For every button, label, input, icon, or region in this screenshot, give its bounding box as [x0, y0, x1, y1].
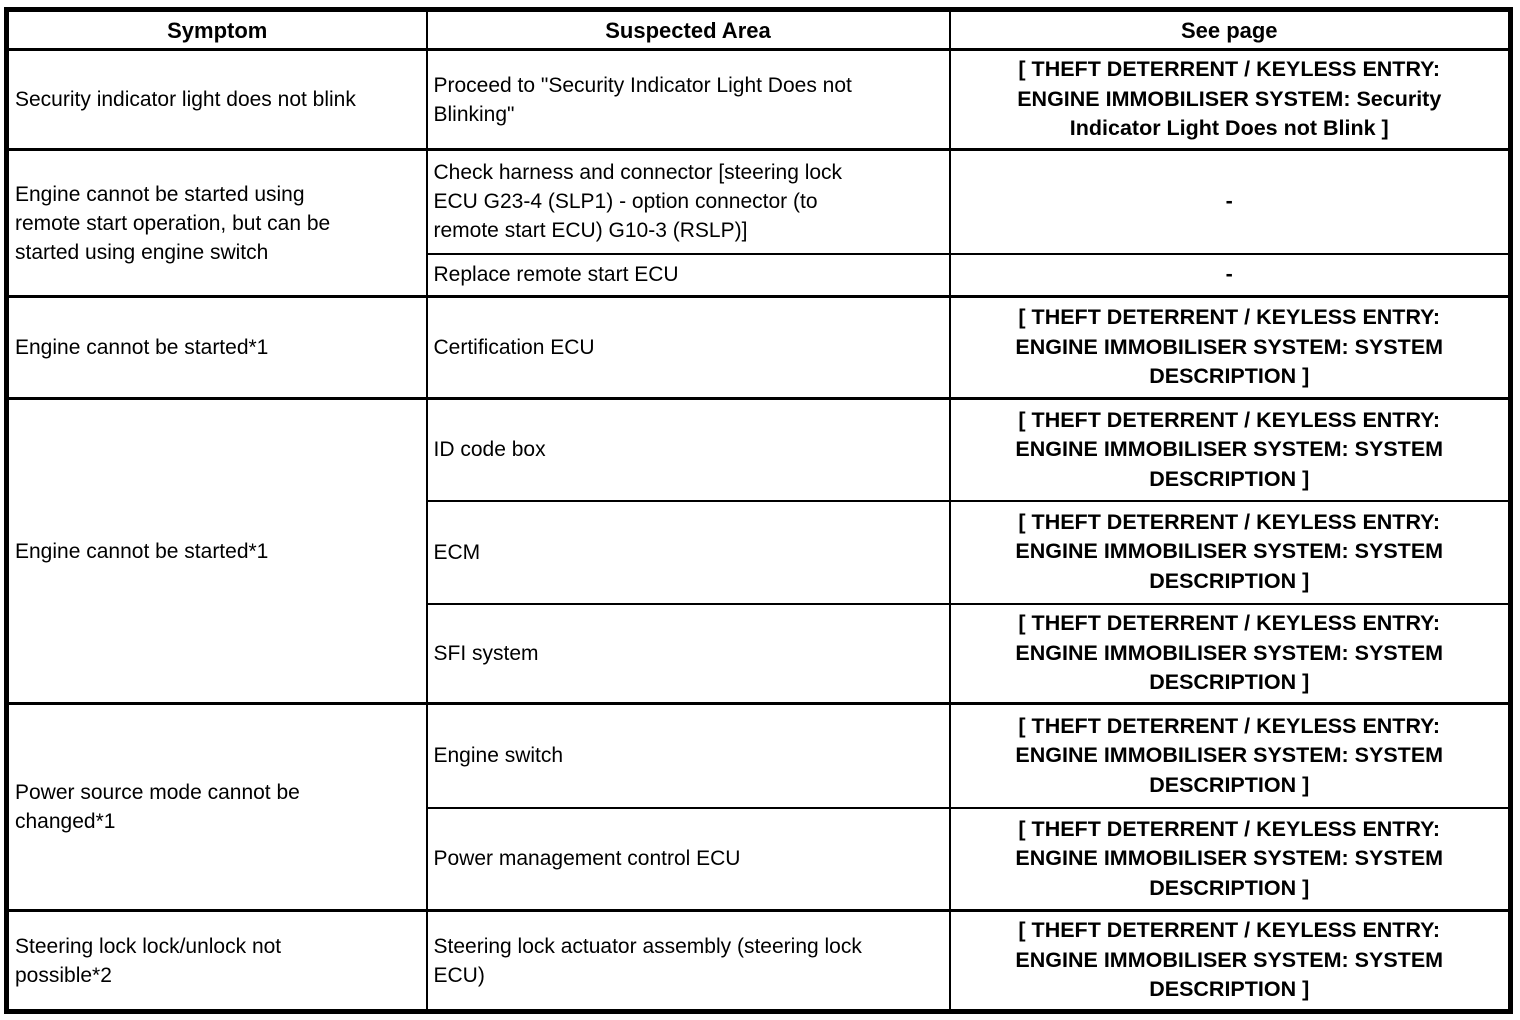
column-header-see-page: See page — [948, 8, 1512, 51]
suspected-area-cell: Check harness and connector [steering lo… — [425, 148, 951, 255]
suspected-area-cell: Steering lock actuator assembly (steerin… — [425, 909, 951, 1013]
symptom-cell: Engine cannot be started*1 — [5, 397, 428, 705]
see-page-cell: [ THEFT DETERRENT / KEYLESS ENTRY: ENGIN… — [948, 499, 1512, 605]
see-page-cell: [ THEFT DETERRENT / KEYLESS ENTRY: ENGIN… — [948, 702, 1512, 809]
suspected-area-cell: Certification ECU — [425, 295, 951, 400]
table-row: Power source mode cannot be changed*1 En… — [5, 702, 1512, 912]
table-row: SFI system [ THEFT DETERRENT / KEYLESS E… — [7, 602, 1512, 705]
see-page-cell: [ THEFT DETERRENT / KEYLESS ENTRY: ENGIN… — [948, 602, 1512, 705]
table-row: Engine cannot be started using remote st… — [5, 148, 1512, 298]
table-row: Replace remote start ECU - — [7, 252, 1512, 298]
suspected-area-cell: Power management control ECU — [425, 806, 951, 912]
symptom-cell: Engine cannot be started*1 — [5, 295, 428, 400]
header-row: Symptom Suspected Area See page — [5, 8, 1512, 51]
suspected-area-cell: SFI system — [425, 602, 951, 705]
see-page-cell: [ THEFT DETERRENT / KEYLESS ENTRY: ENGIN… — [948, 397, 1512, 502]
see-page-cell: - — [948, 148, 1512, 255]
suspected-area-cell: Proceed to "Security Indicator Light Doe… — [425, 48, 951, 151]
table-row: Engine cannot be started*1 Certification… — [5, 295, 1512, 400]
see-page-cell: [ THEFT DETERRENT / KEYLESS ENTRY: ENGIN… — [948, 806, 1512, 912]
suspected-area-cell: Replace remote start ECU — [425, 252, 951, 298]
suspected-area-cell: Engine switch — [425, 702, 951, 809]
column-header-suspected-area: Suspected Area — [425, 8, 951, 51]
see-page-cell: [ THEFT DETERRENT / KEYLESS ENTRY: ENGIN… — [948, 295, 1512, 400]
symptom-cell: Security indicator light does not blink — [5, 48, 428, 151]
symptom-table: Symptom Suspected Area See page Security… — [4, 7, 1513, 1014]
column-header-symptom: Symptom — [5, 8, 428, 51]
table-row: Engine cannot be started*1 ID code box [… — [5, 397, 1512, 705]
table-row: Steering lock lock/unlock not possible*2… — [5, 909, 1512, 1013]
table-row: ECM [ THEFT DETERRENT / KEYLESS ENTRY: E… — [7, 499, 1512, 605]
symptom-cell: Power source mode cannot be changed*1 — [5, 702, 428, 912]
suspected-area-cell: ECM — [425, 499, 951, 605]
table-row: Security indicator light does not blink … — [5, 48, 1512, 151]
see-page-cell: [ THEFT DETERRENT / KEYLESS ENTRY: ENGIN… — [948, 909, 1512, 1013]
symptom-cell: Steering lock lock/unlock not possible*2 — [5, 909, 428, 1013]
symptom-cell: Engine cannot be started using remote st… — [5, 148, 428, 298]
see-page-cell: [ THEFT DETERRENT / KEYLESS ENTRY: ENGIN… — [948, 48, 1512, 151]
suspected-area-cell: ID code box — [425, 397, 951, 502]
table-row: Power management control ECU [ THEFT DET… — [7, 806, 1512, 912]
see-page-cell: - — [948, 252, 1512, 298]
